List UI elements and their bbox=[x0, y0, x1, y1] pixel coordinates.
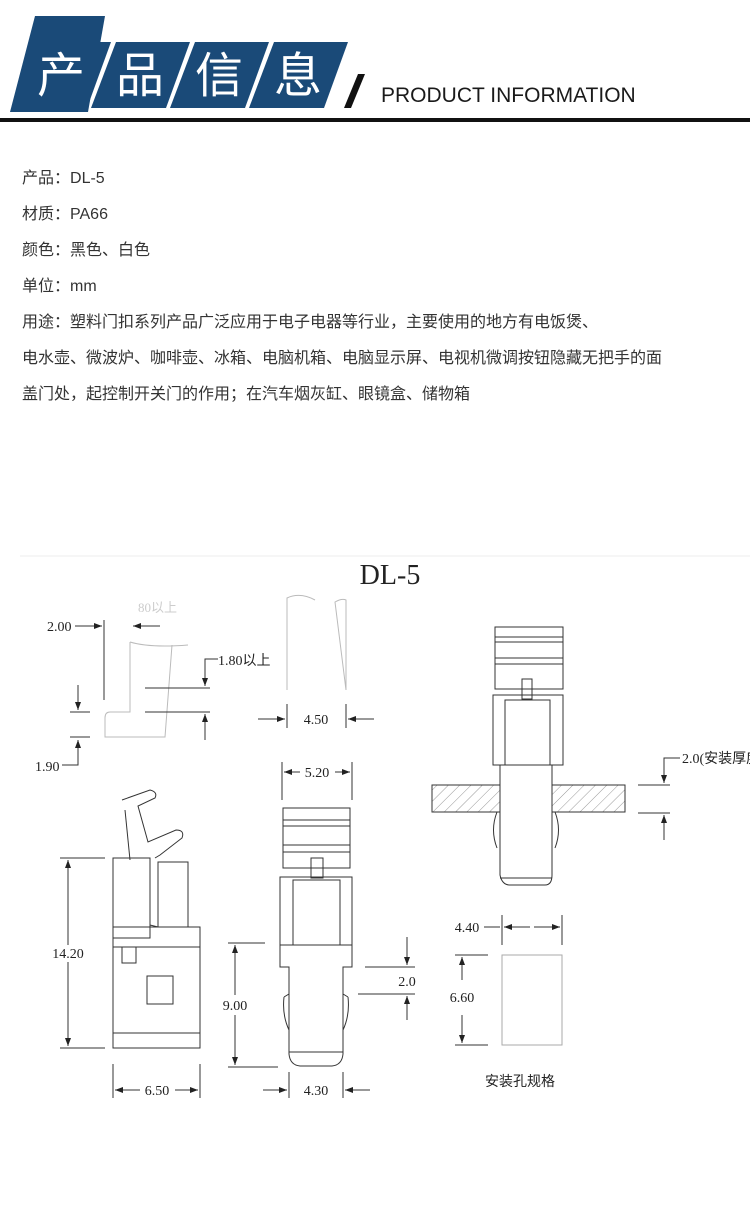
product-info: 产品：DL-5 材质：PA66 颜色：黑色、白色 单位：mm 用途：塑料门扣系列… bbox=[22, 160, 747, 412]
title-tile-2 bbox=[91, 42, 190, 108]
value: 塑料门扣系列产品广泛应用于电子电器等行业，主要使用的地方有电饭煲、 bbox=[70, 312, 599, 331]
dim-14-20: 14.20 bbox=[52, 947, 84, 962]
label: 单位： bbox=[22, 276, 71, 295]
dim-2-00: 2.00 bbox=[47, 620, 72, 635]
dim-4-40: 4.40 bbox=[455, 921, 480, 936]
value: 黑色、白色 bbox=[70, 240, 151, 259]
installed-view: 2.0(安装厚度 bbox=[431, 626, 750, 886]
dim-6-60: 6.60 bbox=[450, 991, 475, 1006]
title-char: 息 bbox=[273, 48, 322, 104]
info-usage: 用途：塑料门扣系列产品广泛应用于电子电器等行业，主要使用的地方有电饭煲、 bbox=[22, 304, 747, 340]
section-header: 产 品 信 息 PRODUCT INFORMATION bbox=[0, 0, 750, 125]
english-title: PRODUCT INFORMATION bbox=[381, 84, 636, 107]
dim-4-50: 4.50 bbox=[304, 713, 329, 728]
info-usage-cont: 电水壶、微波炉、咖啡壶、冰箱、电脑机箱、电脑显示屏、电视机微调按钮隐藏无把手的面 bbox=[22, 348, 663, 367]
faint-label: 80以上 bbox=[138, 600, 177, 615]
dim-install-thickness: 2.0(安装厚度 bbox=[682, 751, 750, 767]
drawing-title: DL-5 bbox=[360, 560, 421, 591]
header-banner-shapes bbox=[10, 16, 365, 112]
label: 颜色： bbox=[22, 240, 71, 259]
info-material: 材质：PA66 bbox=[22, 196, 747, 232]
dim-9-00: 9.00 bbox=[223, 999, 248, 1014]
hole-spec-caption: 安装孔规格 bbox=[485, 1074, 555, 1090]
info-product: 产品：DL-5 bbox=[22, 160, 747, 196]
label: 材质： bbox=[22, 204, 71, 223]
label: 用途： bbox=[22, 312, 71, 331]
title-char: 产 bbox=[36, 48, 85, 104]
mounting-hole-spec: 4.40 6.60 安装孔规格 bbox=[450, 915, 563, 1090]
dim-5-20: 5.20 bbox=[305, 766, 330, 781]
slash-divider bbox=[344, 74, 365, 108]
technical-drawing: DL-5 80以上 2.00 1.80以上 1.90 bbox=[0, 540, 750, 1100]
title-tile-3 bbox=[170, 42, 269, 108]
dim-2-0: 2.0 bbox=[398, 975, 416, 990]
value: PA66 bbox=[70, 206, 108, 223]
top-view-cutout: 4.50 bbox=[258, 594, 374, 728]
value: DL-5 bbox=[70, 170, 105, 187]
dim-1-80: 1.80以上 bbox=[218, 653, 271, 669]
dim-6-50: 6.50 bbox=[145, 1084, 170, 1099]
drawing-svg: DL-5 80以上 2.00 1.80以上 1.90 bbox=[20, 555, 750, 1099]
info-unit: 单位：mm bbox=[22, 268, 747, 304]
dim-4-30: 4.30 bbox=[304, 1084, 329, 1099]
value: mm bbox=[70, 278, 97, 295]
title-tile-4 bbox=[249, 42, 348, 108]
header-divider bbox=[0, 118, 750, 122]
dim-1-90: 1.90 bbox=[35, 760, 60, 775]
info-color: 颜色：黑色、白色 bbox=[22, 232, 747, 268]
title-char: 品 bbox=[115, 48, 164, 104]
title-char: 信 bbox=[194, 48, 243, 104]
detail-view-profile: 80以上 2.00 1.80以上 1.90 bbox=[35, 600, 271, 775]
front-view: 5.20 9.00 2.0 bbox=[223, 762, 416, 1099]
label: 产品： bbox=[22, 168, 71, 187]
side-view: 14.20 6.50 bbox=[52, 789, 201, 1099]
title-tile-1b bbox=[12, 42, 111, 108]
info-usage-cont: 盖门处，起控制开关门的作用；在汽车烟灰缸、眼镜盒、储物箱 bbox=[22, 384, 471, 403]
